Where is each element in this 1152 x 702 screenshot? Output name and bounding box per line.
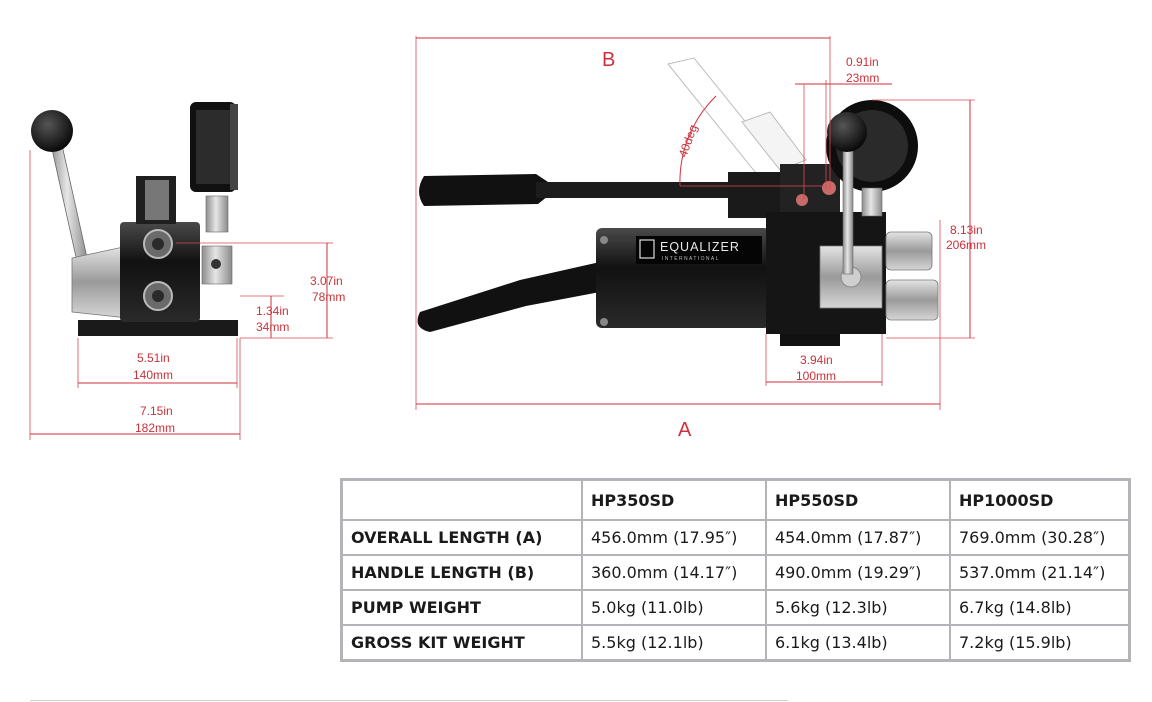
technical-drawing: 3.07in 78mm 1.34in 34mm 5.51in 140mm 7.1… <box>29 36 986 441</box>
dim-width-mm: 182mm <box>135 421 175 435</box>
dim-gauge-mm: 23mm <box>846 71 879 85</box>
table-cell: 5.0kg (11.0lb) <box>581 589 767 626</box>
front-view-pump <box>417 57 939 346</box>
table-cell: 6.1kg (13.4lb) <box>765 624 951 662</box>
row-label: PUMP WEIGHT <box>340 589 583 626</box>
spec-header-blank <box>340 478 583 521</box>
row-label: HANDLE LENGTH (B) <box>340 554 583 591</box>
table-cell: 5.5kg (12.1lb) <box>581 624 767 662</box>
equalizer-logo: EQUALIZER INTERNATIONAL <box>639 239 740 262</box>
table-cell: 490.0mm (19.29″) <box>765 554 951 591</box>
table-cell: 454.0mm (17.87″) <box>765 519 951 556</box>
row-label: GROSS KIT WEIGHT <box>340 624 583 662</box>
side-view-dim-labels: 3.07in 78mm 1.34in 34mm 5.51in 140mm 7.1… <box>133 274 345 435</box>
dim-block-in: 3.94in <box>800 353 833 367</box>
table-row: PUMP WEIGHT 5.0kg (11.0lb) 5.6kg (12.3lb… <box>340 589 1131 626</box>
front-view-dimensions <box>415 36 975 410</box>
lever-knob-side <box>31 110 73 152</box>
table-cell: 537.0mm (21.14″) <box>949 554 1131 591</box>
dim-gauge-in: 0.91in <box>846 55 879 69</box>
angle-label: 40deg <box>676 123 701 159</box>
spec-header-row: HP350SD HP550SD HP1000SD <box>340 478 1131 521</box>
table-cell: 360.0mm (14.17″) <box>581 554 767 591</box>
table-cell: 7.2kg (15.9lb) <box>949 624 1131 662</box>
table-cell: 5.6kg (12.3lb) <box>765 589 951 626</box>
table-cell: 6.7kg (14.8lb) <box>949 589 1131 626</box>
table-row: GROSS KIT WEIGHT 5.5kg (12.1lb) 6.1kg (1… <box>340 624 1131 662</box>
label-b: B <box>602 49 615 71</box>
dim-total-height-mm: 206mm <box>946 238 986 252</box>
dim-base-in: 5.51in <box>137 351 170 365</box>
lever-knob-front <box>827 112 867 152</box>
table-cell: 769.0mm (30.28″) <box>949 519 1131 556</box>
dim-width-in: 7.15in <box>140 404 173 418</box>
brand-text: EQUALIZER <box>660 240 740 254</box>
spec-header-model: HP1000SD <box>949 478 1131 521</box>
dim-port-mm: 34mm <box>256 320 289 334</box>
dim-total-height-in: 8.13in <box>950 223 983 237</box>
bottom-divider <box>30 700 788 701</box>
label-a: A <box>678 419 692 441</box>
dim-base-mm: 140mm <box>133 368 173 382</box>
dim-height-in: 3.07in <box>310 274 343 288</box>
table-row: OVERALL LENGTH (A) 456.0mm (17.95″) 454.… <box>340 519 1131 556</box>
side-view-dimensions <box>29 150 333 440</box>
spec-header-model: HP350SD <box>581 478 767 521</box>
side-view-pump <box>31 102 238 336</box>
dim-block-mm: 100mm <box>796 369 836 383</box>
row-label: OVERALL LENGTH (A) <box>340 519 583 556</box>
table-cell: 456.0mm (17.95″) <box>581 519 767 556</box>
brand-subtext: INTERNATIONAL <box>662 256 720 262</box>
spec-header-model: HP550SD <box>765 478 951 521</box>
dim-height-mm: 78mm <box>312 290 345 304</box>
spec-table: HP350SD HP550SD HP1000SD OVERALL LENGTH … <box>340 478 1131 662</box>
dim-port-in: 1.34in <box>256 304 289 318</box>
table-row: HANDLE LENGTH (B) 360.0mm (14.17″) 490.0… <box>340 554 1131 591</box>
